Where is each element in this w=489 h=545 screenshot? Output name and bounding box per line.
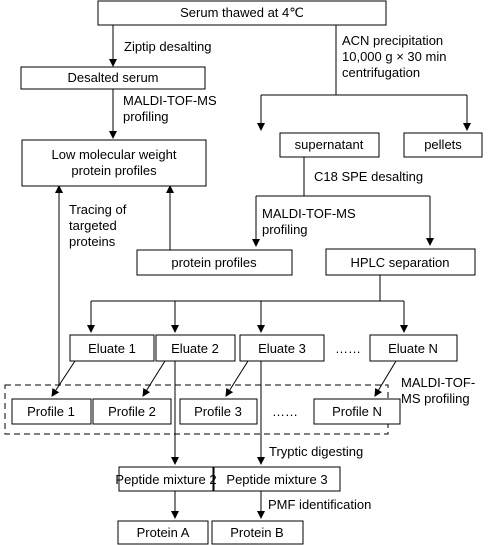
text-profile-2: Profile 2 <box>108 404 156 419</box>
label-c18-spe-desalting: C18 SPE desalting <box>314 169 423 184</box>
boxes <box>11 0 483 545</box>
text-eluate-ellipsis: …… <box>335 341 361 356</box>
box-profile-3 <box>179 398 258 425</box>
text-protein-a: Protein A <box>137 525 190 540</box>
text-supernatant-line: supernatant <box>295 137 364 152</box>
arrow-eluate3-to-profile3 <box>225 360 249 397</box>
box-low-mw-profiles <box>21 139 207 187</box>
label-tryptic-digesting-line: Tryptic digesting <box>269 444 363 459</box>
text-profile-1-line: Profile 1 <box>27 404 75 419</box>
text-profile-3-line: Profile 3 <box>194 404 242 419</box>
label-acn-precipitation-line: 10,000 g × 30 min <box>342 49 446 64</box>
text-eluate-n: Eluate N <box>388 341 438 356</box>
node-texts: Serum thawed at 4℃ Desalted serum Low mo… <box>27 5 462 540</box>
label-tracing-targeted-line: proteins <box>69 234 116 249</box>
text-protein-profiles-line: protein profiles <box>171 255 257 270</box>
connectors <box>51 25 471 519</box>
arrow-eluate1-to-profile1 <box>51 360 76 397</box>
box-profile-1 <box>11 398 92 425</box>
text-pellets: pellets <box>424 137 462 152</box>
label-pmf-identification: PMF identification <box>268 497 371 512</box>
box-pellets <box>403 132 483 158</box>
text-eluate-n-line: Eluate N <box>388 341 438 356</box>
text-profile-n: Profile N <box>332 404 382 419</box>
box-hplc-separation <box>325 248 476 276</box>
text-profile-ellipsis-line: …… <box>272 404 298 419</box>
label-pmf-identification-line: PMF identification <box>268 497 371 512</box>
label-maldi-profiling-left-line: profiling <box>123 109 169 124</box>
label-tryptic-digesting: Tryptic digesting <box>269 444 363 459</box>
box-peptide-mixture-3 <box>213 466 341 492</box>
text-eluate-3-line: Eluate 3 <box>258 341 306 356</box>
arrow-eluaten-to-profilen <box>374 360 397 397</box>
label-ziptip-desalting: Ziptip desalting <box>124 39 211 54</box>
text-protein-b: Protein B <box>230 525 283 540</box>
label-maldi-profiling-right-line: MS profiling <box>401 391 470 406</box>
box-protein-b <box>211 520 304 545</box>
text-hplc-separation-line: HPLC separation <box>351 255 450 270</box>
text-protein-profiles: protein profiles <box>171 255 257 270</box>
box-peptide-mixture-2 <box>118 466 214 492</box>
box-protein-profiles <box>136 249 293 276</box>
arrow-eluate2-to-profile2 <box>142 360 166 397</box>
box-eluate-2 <box>155 334 236 362</box>
box-serum-thawed <box>97 0 387 26</box>
text-profile-ellipsis: …… <box>272 404 298 419</box>
label-maldi-profiling-mid-line: MALDI-TOF-MS <box>262 206 356 221</box>
maldi-profiling-group <box>4 384 389 435</box>
text-serum-thawed-line: Serum thawed at 4℃ <box>180 5 304 20</box>
label-tracing-targeted-line: Tracing of <box>69 202 127 217</box>
label-maldi-profiling-left-line: MALDI-TOF-MS <box>123 93 217 108</box>
box-desalted-serum <box>20 66 206 90</box>
text-profile-1: Profile 1 <box>27 404 75 419</box>
box-eluate-3 <box>239 334 325 362</box>
text-eluate-3: Eluate 3 <box>258 341 306 356</box>
text-profile-n-line: Profile N <box>332 404 382 419</box>
text-serum-thawed: Serum thawed at 4℃ <box>180 5 304 20</box>
box-profile-2 <box>92 398 172 425</box>
text-eluate-1-line: Eluate 1 <box>88 341 136 356</box>
label-ziptip-desalting-line: Ziptip desalting <box>124 39 211 54</box>
label-maldi-profiling-mid-line: profiling <box>262 222 308 237</box>
box-protein-a <box>117 520 209 545</box>
text-pellets-line: pellets <box>424 137 462 152</box>
box-eluate-n <box>369 334 458 362</box>
text-profile-2-line: Profile 2 <box>108 404 156 419</box>
label-c18-spe-desalting-line: C18 SPE desalting <box>314 169 423 184</box>
label-maldi-profiling-right-line: MALDI-TOF- <box>401 375 475 390</box>
text-eluate-1: Eluate 1 <box>88 341 136 356</box>
label-acn-precipitation-line: centrifugation <box>342 65 420 80</box>
text-peptide-mixture-2-line: Peptide mixture 2 <box>115 472 216 487</box>
text-peptide-mixture-3: Peptide mixture 3 <box>226 472 327 487</box>
text-profile-3: Profile 3 <box>194 404 242 419</box>
text-protein-b-line: Protein B <box>230 525 283 540</box>
text-desalted-serum-line: Desalted serum <box>67 70 158 85</box>
text-peptide-mixture-2: Peptide mixture 2 <box>115 472 216 487</box>
text-protein-a-line: Protein A <box>137 525 190 540</box>
text-desalted-serum: Desalted serum <box>67 70 158 85</box>
box-supernatant <box>279 132 380 158</box>
text-low-mw-profiles-line: protein profiles <box>71 163 157 178</box>
text-hplc-separation: HPLC separation <box>351 255 450 270</box>
label-tracing-targeted-line: targeted <box>69 218 117 233</box>
label-maldi-profiling-right: MALDI-TOF-MS profiling <box>401 375 475 406</box>
text-supernatant: supernatant <box>295 137 364 152</box>
label-acn-precipitation-line: ACN precipitation <box>342 33 443 48</box>
text-peptide-mixture-3-line: Peptide mixture 3 <box>226 472 327 487</box>
text-eluate-ellipsis-line: …… <box>335 341 361 356</box>
text-low-mw-profiles-line: Low molecular weight <box>51 147 176 162</box>
text-eluate-2: Eluate 2 <box>171 341 219 356</box>
text-eluate-2-line: Eluate 2 <box>171 341 219 356</box>
box-profile-n <box>313 398 401 425</box>
box-eluate-1 <box>69 334 155 362</box>
